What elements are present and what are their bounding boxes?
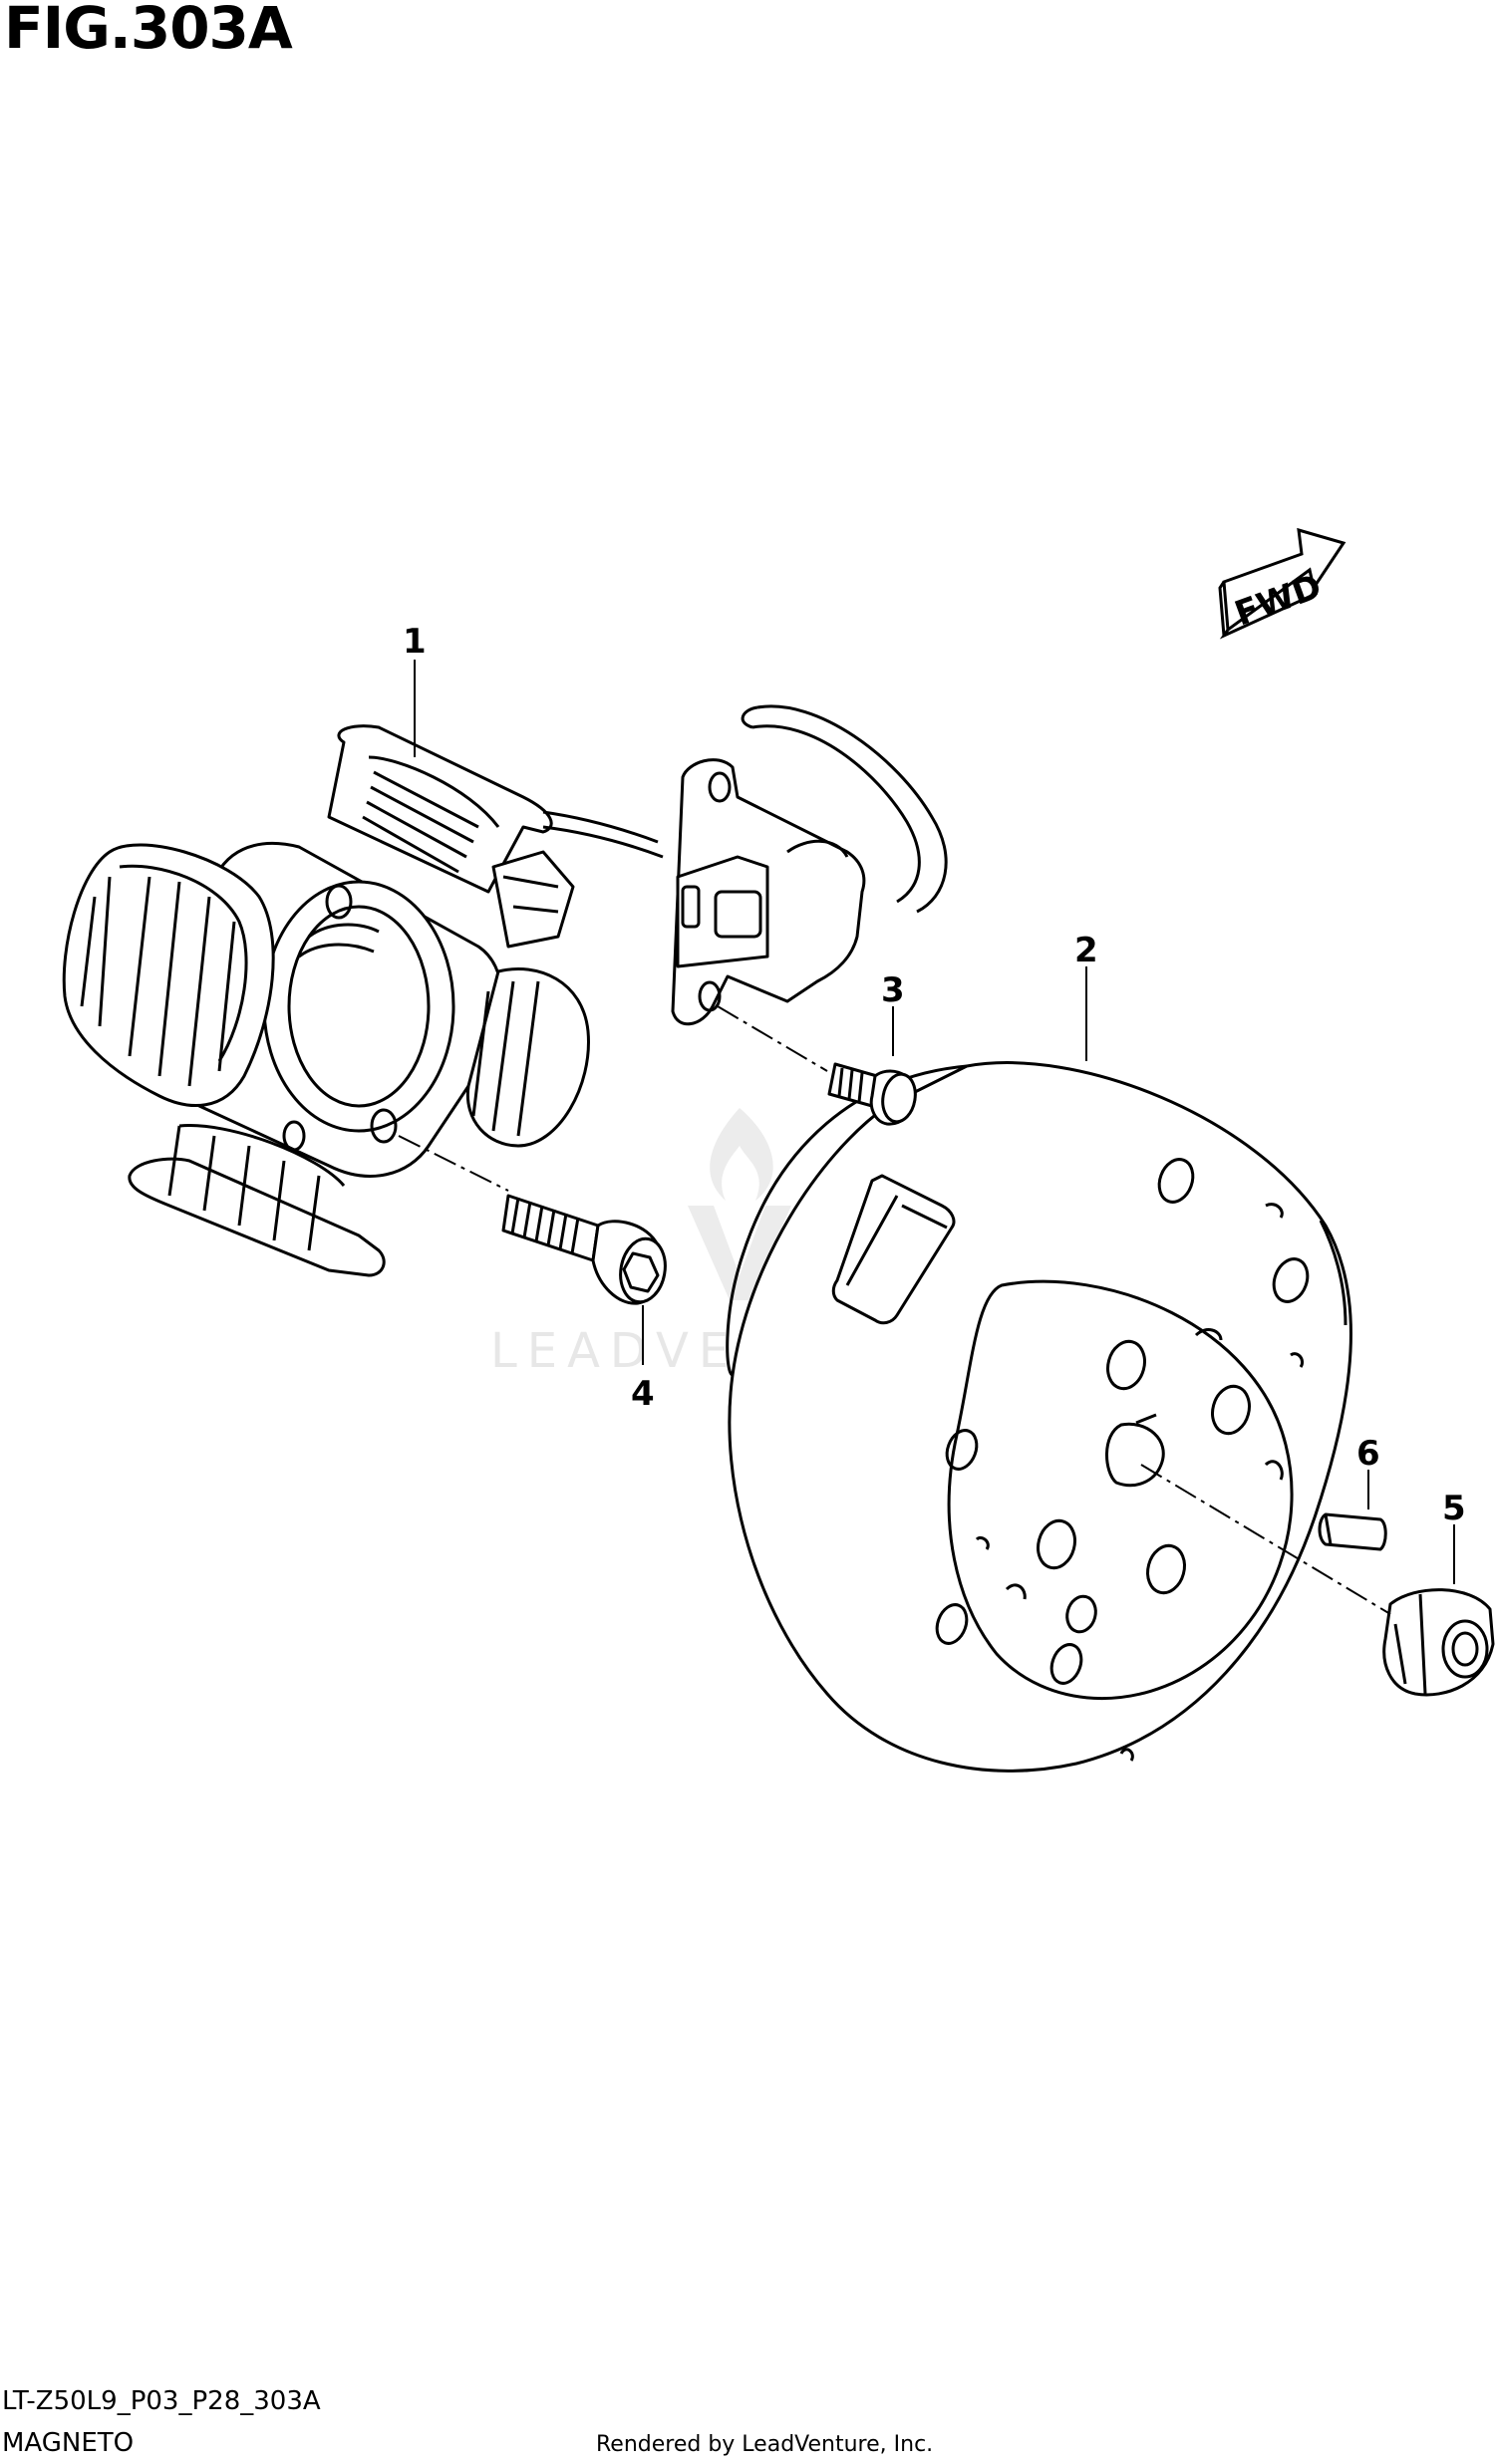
bolt-long	[501, 1194, 667, 1305]
callout-4: 4	[631, 1374, 655, 1414]
callout-1: 1	[403, 622, 427, 662]
woodruff-key	[1318, 1512, 1387, 1551]
stator-assembly	[62, 724, 590, 1277]
wire-harness	[542, 704, 948, 914]
diagram-name: MAGNETO	[2, 2428, 135, 2458]
callout-2: 2	[1074, 931, 1098, 970]
callout-5: 5	[1442, 1489, 1466, 1528]
nut	[1382, 1588, 1495, 1697]
watermark-logo	[688, 1108, 791, 1300]
fwd-arrow-icon	[1218, 527, 1346, 640]
callout-6: 6	[1356, 1434, 1380, 1474]
render-credit: Rendered by LeadVenture, Inc.	[596, 2432, 934, 2457]
center-lines	[398, 1005, 1391, 1615]
pulser-coil	[671, 758, 866, 1026]
flywheel-rotor	[726, 1061, 1352, 1773]
figure-title: FIG.303A	[4, 0, 293, 62]
callout-3: 3	[881, 970, 905, 1010]
diagram-code: LT-Z50L9_P03_P28_303A	[2, 2386, 321, 2416]
screw-small	[827, 1062, 917, 1126]
leader-lines	[414, 660, 1455, 1584]
